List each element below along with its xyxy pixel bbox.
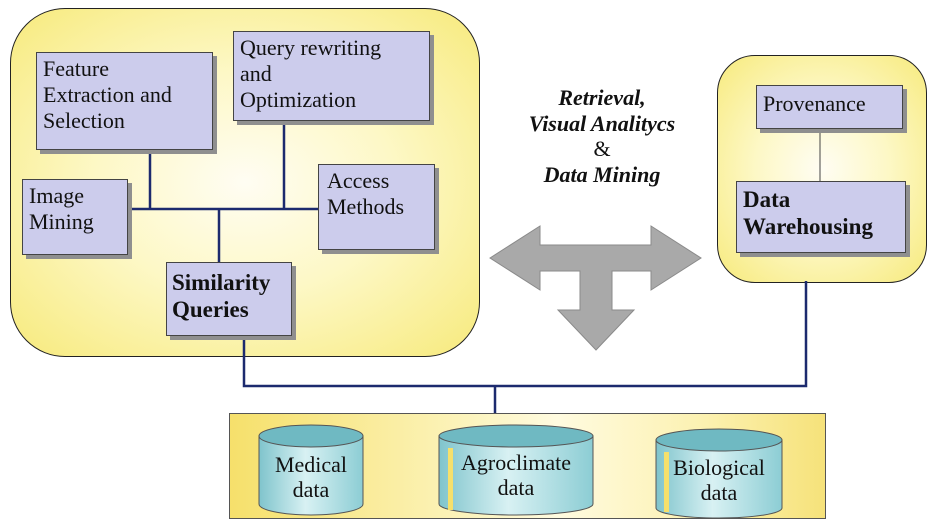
medical-data-label: Medical data <box>274 452 348 503</box>
query-rewriting-box: Query rewriting and Optimization <box>233 31 430 121</box>
biological-data-cylinder: Biological data <box>655 428 783 519</box>
agroclimate-data-cylinder: Agroclimate data <box>438 424 594 516</box>
agroclimate-data-label: Agroclimate data <box>461 450 571 501</box>
center-label: Retrieval, Visual Analitycs & Data Minin… <box>528 85 676 188</box>
database-icon <box>438 424 594 516</box>
feature-extraction-box: Feature Extraction and Selection <box>36 52 213 150</box>
medical-data-cylinder: Medical data <box>258 424 364 516</box>
biological-data-label: Biological data <box>673 455 765 506</box>
image-mining-box: Image Mining <box>22 179 128 255</box>
provenance-box: Provenance <box>756 85 903 129</box>
similarity-queries-box: Similarity Queries <box>166 262 292 336</box>
access-methods-box: Access Methods <box>318 164 435 250</box>
data-warehousing-box: Data Warehousing <box>736 181 906 253</box>
database-icon <box>655 428 783 519</box>
database-icon <box>258 424 364 516</box>
